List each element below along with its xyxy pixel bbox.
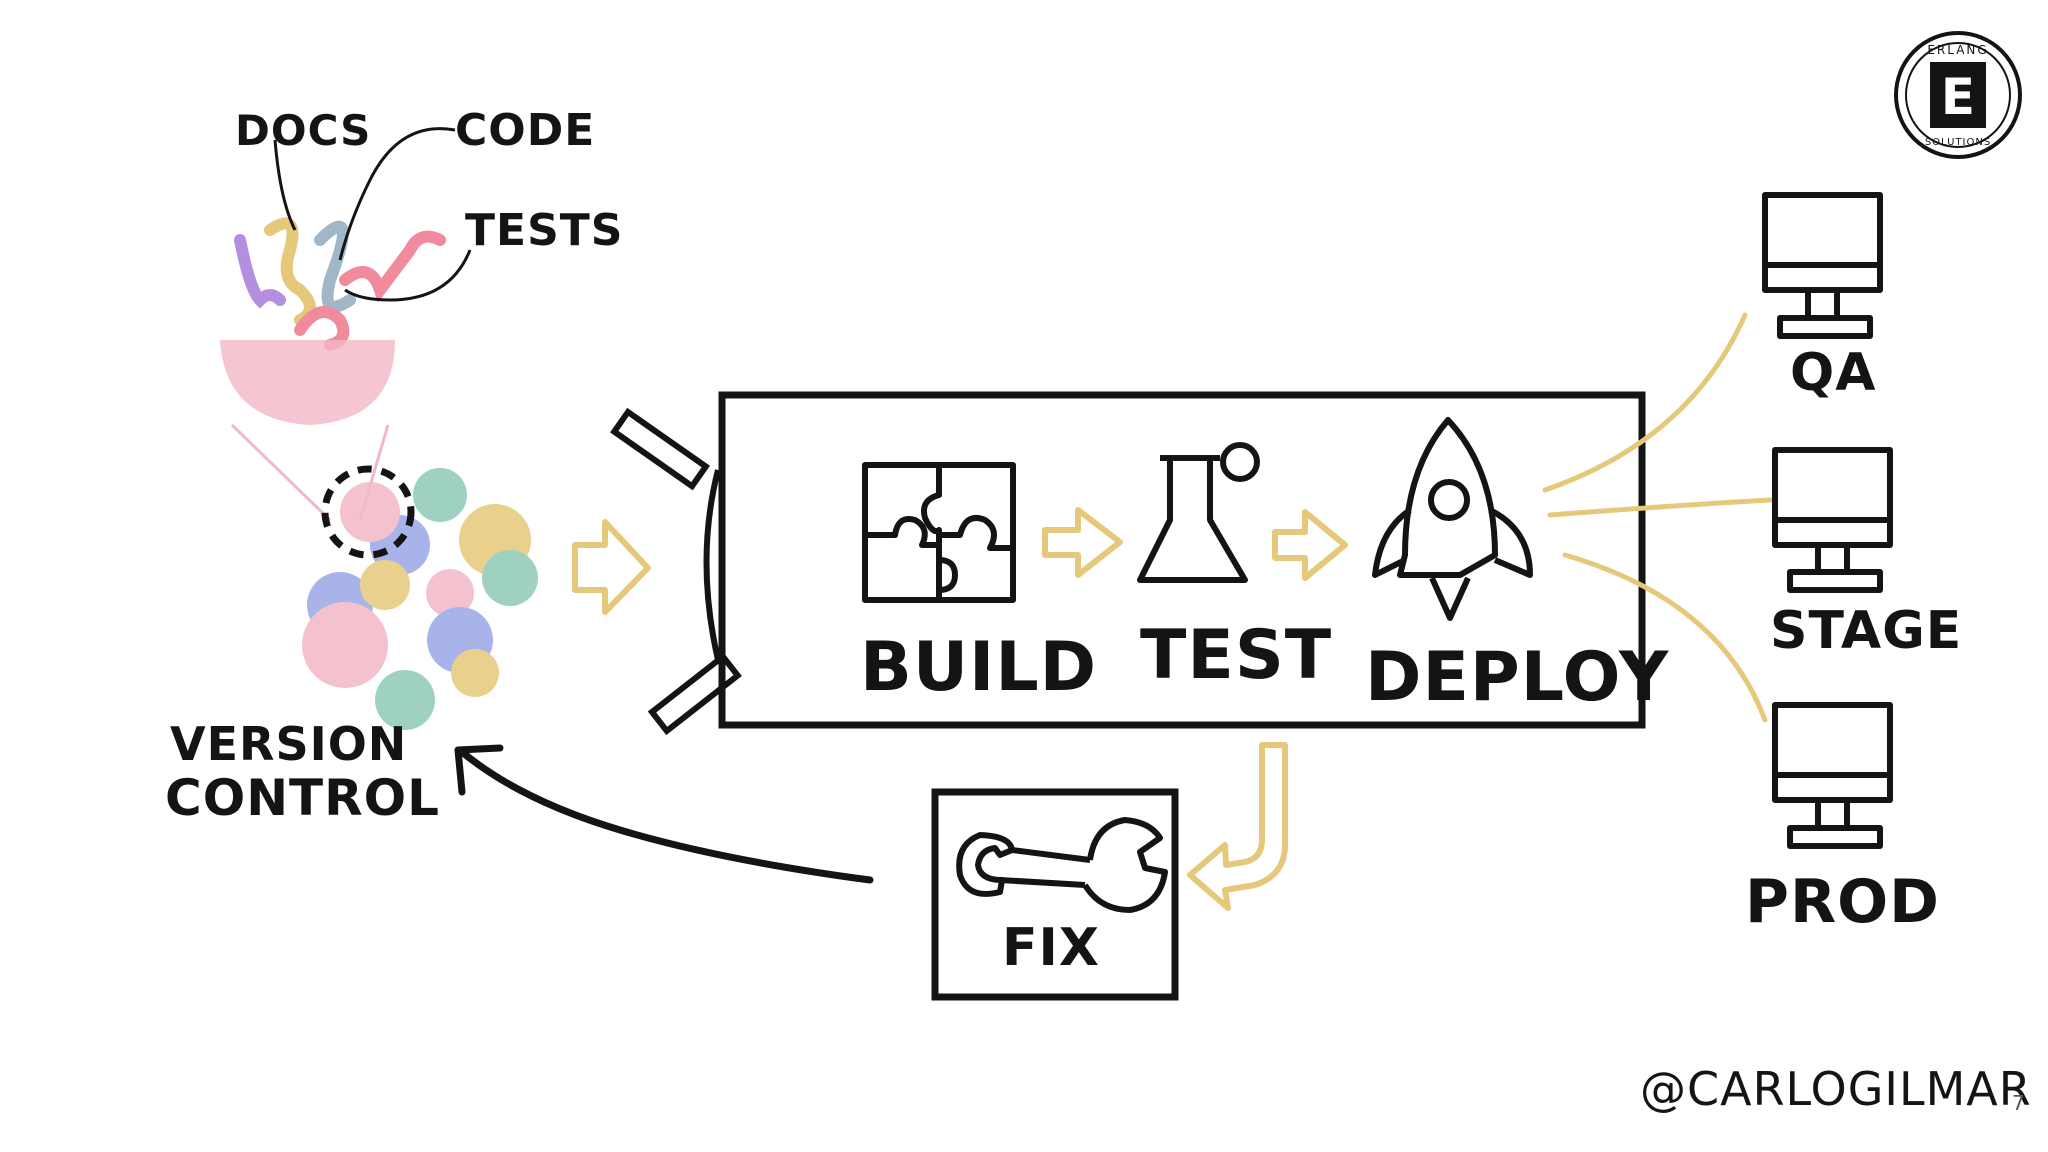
svg-text:@CARLOGILMAR: @CARLOGILMAR [1640, 1062, 2032, 1116]
svg-text:QA: QA [1790, 343, 1876, 403]
pipeline-box [610, 391, 1646, 736]
arrow-deploy-to-fix-icon [1187, 742, 1288, 911]
svg-text:PROD: PROD [1745, 867, 1940, 937]
svg-text:E: E [1941, 68, 1975, 126]
arrow-test-to-deploy-icon [1272, 509, 1348, 581]
arrowhead-icon [454, 744, 504, 796]
label-pointers [273, 127, 472, 302]
label-docs: DOCS [235, 106, 371, 155]
svg-text:SOLUTIONS: SOLUTIONS [1925, 137, 1991, 148]
puzzle-icon [862, 462, 1016, 603]
svg-text:BUILD: BUILD [860, 628, 1097, 707]
monitor-icon [1772, 702, 1893, 849]
label-stage: STAGE [1770, 601, 1962, 661]
version-bubbles [302, 468, 538, 730]
svg-text:TEST: TEST [1140, 616, 1332, 695]
label-qa: QA [1790, 343, 1876, 403]
rocket-icon [1372, 417, 1533, 621]
arrow-fix-to-version-control-icon [458, 748, 874, 884]
funnel-icon [220, 340, 395, 522]
svg-text:VERSION: VERSION [170, 717, 407, 771]
svg-text:STAGE: STAGE [1770, 601, 1962, 661]
arrow-build-to-test-icon [1042, 507, 1123, 578]
author-credit: @CARLOGILMAR [1640, 1062, 2032, 1116]
flask-icon [1137, 442, 1260, 583]
svg-text:7: 7 [2012, 1091, 2025, 1115]
svg-text:TESTS: TESTS [465, 205, 623, 256]
scribbles-icon [234, 217, 446, 351]
svg-text:FIX: FIX [1002, 918, 1100, 978]
label-deploy: DEPLOY [1365, 638, 1669, 717]
label-tests: TESTS [465, 205, 623, 256]
svg-text:ERLANG: ERLANG [1927, 43, 1988, 57]
svg-text:CONTROL: CONTROL [165, 769, 440, 827]
monitor-icon [1762, 192, 1883, 339]
selected-commit-ring [321, 465, 415, 559]
svg-text:DOCS: DOCS [235, 106, 371, 155]
page-number: 7 [2012, 1091, 2025, 1115]
svg-text:DEPLOY: DEPLOY [1365, 638, 1669, 717]
environment-connectors [1542, 312, 1773, 723]
conveyor-icon [610, 407, 742, 736]
monitor-icon [1772, 447, 1893, 593]
arrow-into-pipeline-icon [572, 519, 651, 615]
wrench-icon [956, 817, 1168, 913]
erlang-solutions-logo: E ERLANG SOLUTIONS [1894, 31, 2022, 159]
label-prod: PROD [1745, 867, 1940, 937]
svg-text:CODE: CODE [455, 105, 595, 156]
label-build: BUILD [860, 628, 1097, 707]
label-code: CODE [455, 105, 595, 156]
label-test: TEST [1140, 616, 1332, 695]
label-version-control: VERSION CONTROL [165, 717, 440, 827]
fix-box: FIX [931, 788, 1179, 1001]
